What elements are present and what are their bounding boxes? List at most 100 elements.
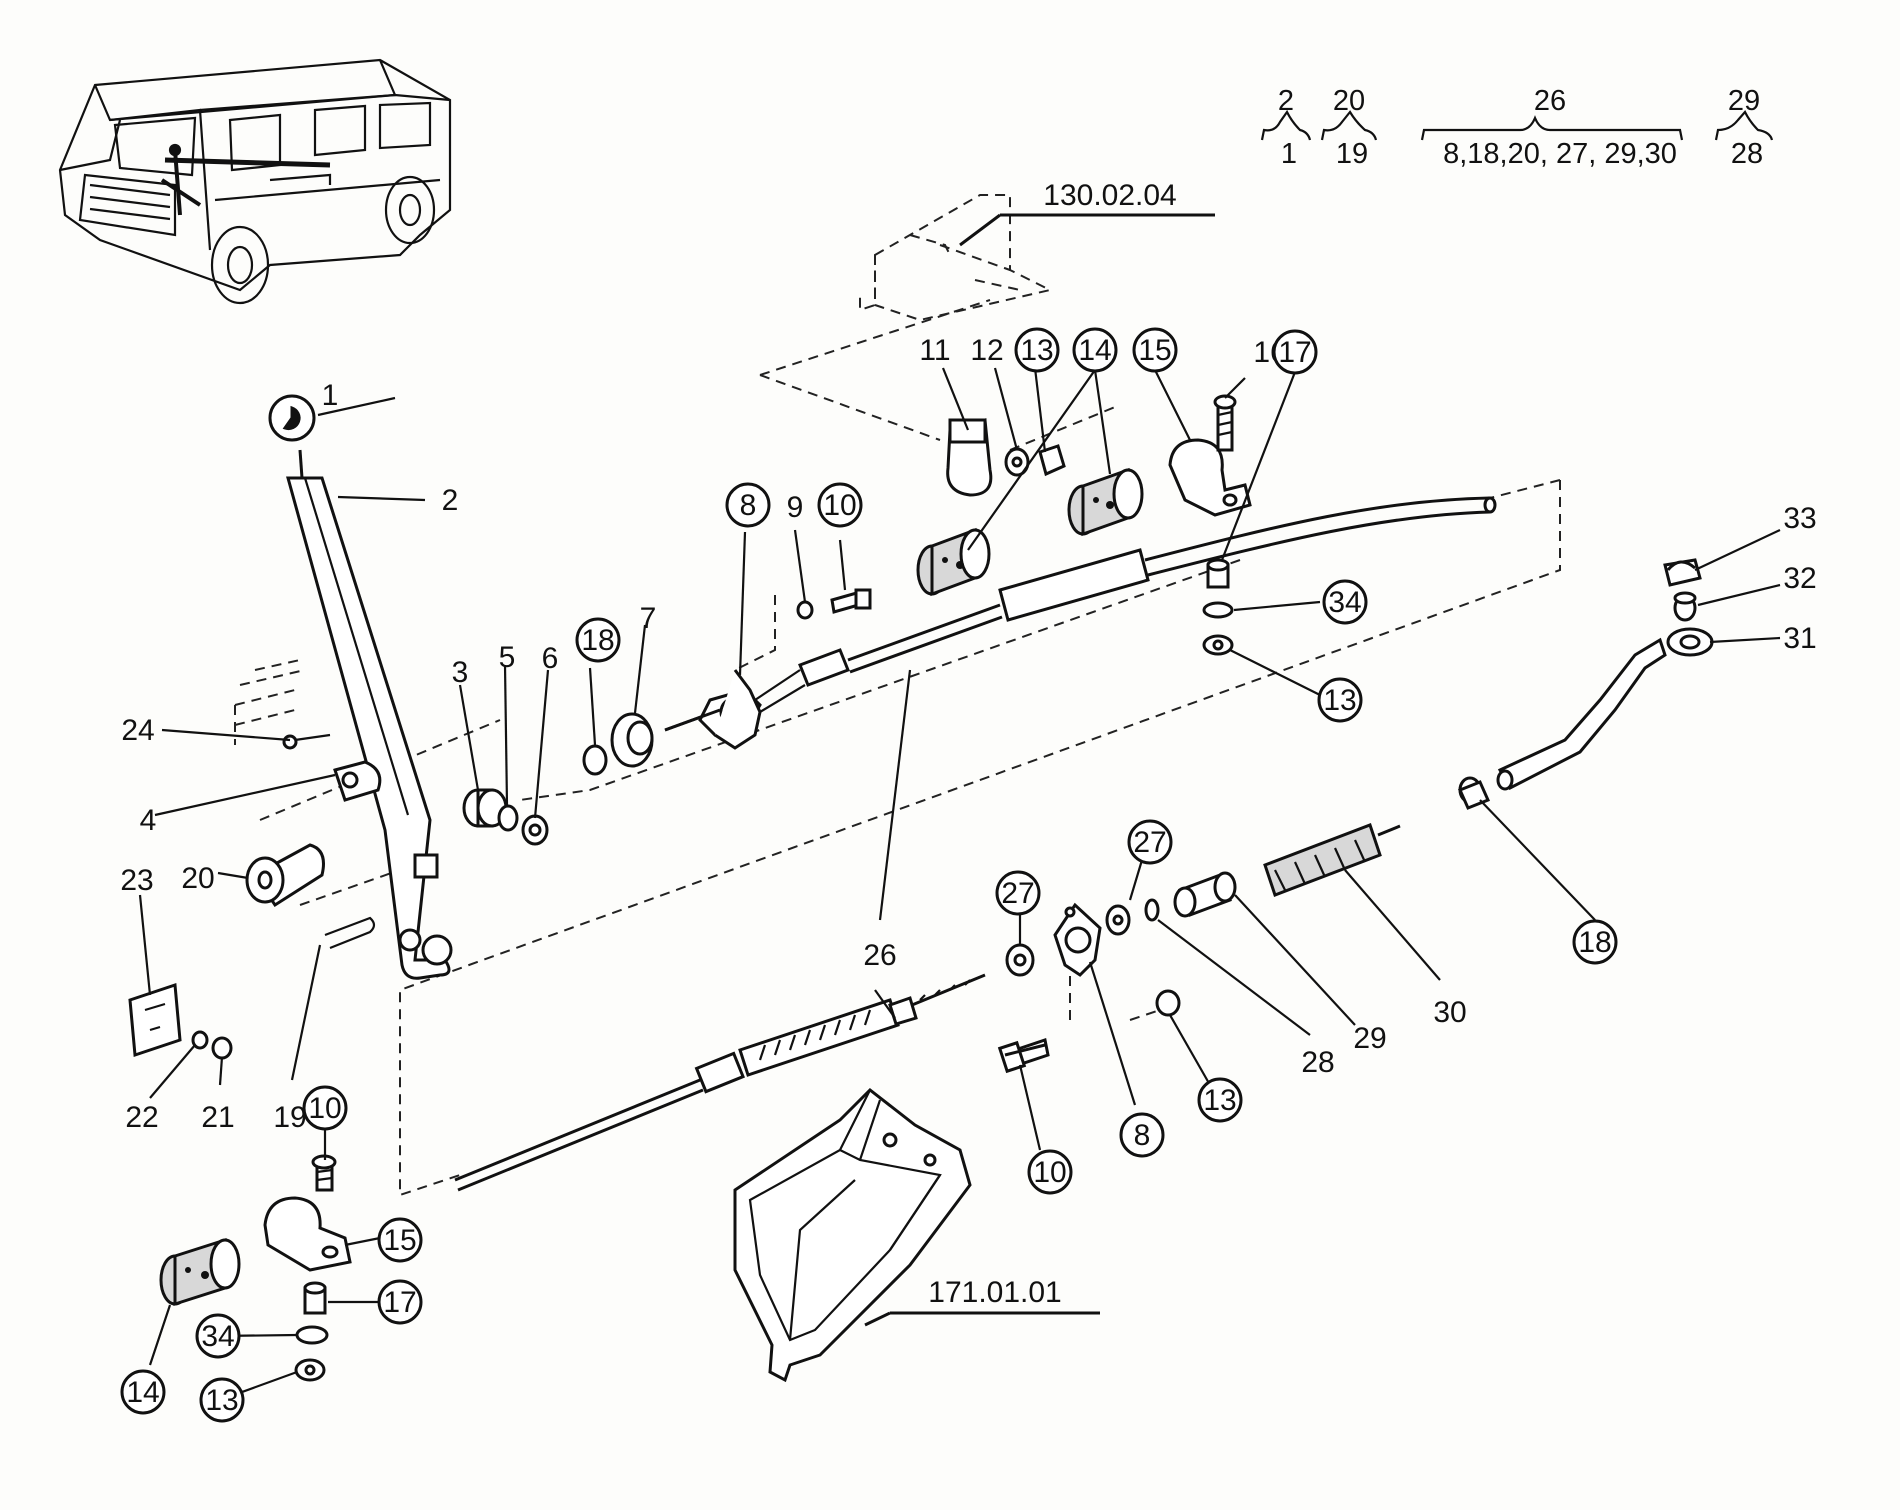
ref-130: 130.02.04 xyxy=(1043,179,1176,212)
callout-number: 34 xyxy=(1328,586,1361,619)
callout-15: 15 xyxy=(1132,327,1178,373)
callout-circle xyxy=(377,1217,423,1263)
callout-number: 34 xyxy=(201,1320,234,1353)
callout-5: 5 xyxy=(499,641,516,674)
callout-34: 34 xyxy=(195,1313,241,1359)
callout-23: 23 xyxy=(120,864,153,897)
callout-number: 27 xyxy=(1133,826,1166,859)
callout-number: 29 xyxy=(1353,1022,1386,1055)
callout-number: 11 xyxy=(919,334,950,367)
callout-number: 30 xyxy=(1433,996,1466,1029)
callout-10: 10 xyxy=(302,1085,348,1131)
callout-number: 13 xyxy=(1323,684,1356,717)
callout-13: 13 xyxy=(1014,327,1060,373)
gear-lever xyxy=(286,449,453,980)
callout-3: 3 xyxy=(452,656,469,689)
callout-number: 9 xyxy=(787,491,804,524)
callout-number: 18 xyxy=(581,624,614,657)
callout-31: 31 xyxy=(1783,622,1816,655)
callout-circle xyxy=(1072,327,1118,373)
callout-circle xyxy=(377,1279,423,1325)
callout-number: 22 xyxy=(125,1101,158,1134)
callout-2: 2 xyxy=(442,484,459,517)
callout-number: 8 xyxy=(740,489,757,522)
vehicle-thumbnail xyxy=(58,58,452,305)
leader-lines xyxy=(138,367,1781,1402)
callout-circle xyxy=(199,1377,245,1423)
callout-number: 26 xyxy=(863,939,896,972)
callout-circle xyxy=(195,1313,241,1359)
callout-circle xyxy=(302,1085,348,1131)
callout-circle xyxy=(1197,1077,1243,1123)
callout-circle xyxy=(1572,919,1618,965)
callout-27: 27 xyxy=(995,870,1041,916)
callout-22: 22 xyxy=(125,1101,158,1134)
callout-number: 23 xyxy=(120,864,153,897)
group-top: 29 xyxy=(1728,85,1760,117)
callout-number: 17 xyxy=(383,1286,416,1319)
callout-8: 8 xyxy=(725,482,771,528)
callout-number: 10 xyxy=(308,1092,341,1125)
callout-11: 11 xyxy=(919,334,950,367)
callout-6: 6 xyxy=(542,642,559,675)
callout-9: 9 xyxy=(787,491,804,524)
callout-18: 18 xyxy=(575,617,621,663)
callout-circle xyxy=(1127,819,1173,865)
callout-34: 34 xyxy=(1322,579,1368,625)
callout-number: 10 xyxy=(823,489,856,522)
callout-number: 14 xyxy=(126,1376,159,1409)
callout-28: 28 xyxy=(1301,1046,1334,1079)
callout-number: 13 xyxy=(205,1384,238,1417)
reference-lines xyxy=(864,213,1215,1327)
callout-number: 32 xyxy=(1783,562,1816,595)
callout-number: 33 xyxy=(1783,502,1816,535)
callout-circle xyxy=(725,482,771,528)
group-bottom: 1 xyxy=(1281,138,1297,170)
callout-15: 15 xyxy=(377,1217,423,1263)
callout-27: 27 xyxy=(1127,819,1173,865)
group-top: 2 xyxy=(1278,85,1294,117)
callout-number: 12 xyxy=(970,334,1003,367)
callout-13: 13 xyxy=(1197,1077,1243,1123)
callout-number: 5 xyxy=(499,641,516,674)
callout-30: 30 xyxy=(1433,996,1466,1029)
callout-8: 8 xyxy=(1119,1112,1165,1158)
callout-26: 26 xyxy=(863,939,896,972)
upper-cable-mount xyxy=(664,588,872,750)
group-top: 26 xyxy=(1534,85,1566,117)
callout-circle xyxy=(1317,677,1363,723)
callout-circle xyxy=(1272,329,1318,375)
cable-lower xyxy=(454,973,986,1192)
callout-number: 8 xyxy=(1134,1119,1151,1152)
callout-number: 13 xyxy=(1020,334,1053,367)
callout-circle xyxy=(995,870,1041,916)
callout-number: 18 xyxy=(1578,926,1611,959)
callout-circle xyxy=(1132,327,1178,373)
callout-18: 18 xyxy=(1572,919,1618,965)
callout-33: 33 xyxy=(1783,502,1816,535)
callout-number: 15 xyxy=(383,1224,416,1257)
callout-19: 19 xyxy=(273,1101,306,1134)
callout-number: 10 xyxy=(1033,1156,1066,1189)
linkage-small-parts xyxy=(128,733,382,1060)
bracket-130-dashed xyxy=(759,194,1053,441)
callout-number: 17 xyxy=(1278,336,1311,369)
callout-24: 24 xyxy=(121,714,154,747)
callout-number: 1 xyxy=(322,379,339,412)
bracket-171 xyxy=(733,1088,972,1383)
callout-number: 2 xyxy=(442,484,459,517)
callout-4: 4 xyxy=(140,804,157,837)
callout-number: 31 xyxy=(1783,622,1816,655)
callout-14: 14 xyxy=(120,1369,166,1415)
callout-20: 20 xyxy=(181,862,214,895)
group-bottom: 19 xyxy=(1336,138,1368,170)
callout-17: 17 xyxy=(377,1279,423,1325)
selector-rod xyxy=(1457,558,1714,810)
callout-7: 7 xyxy=(640,602,657,635)
group-braces xyxy=(1260,109,1774,141)
